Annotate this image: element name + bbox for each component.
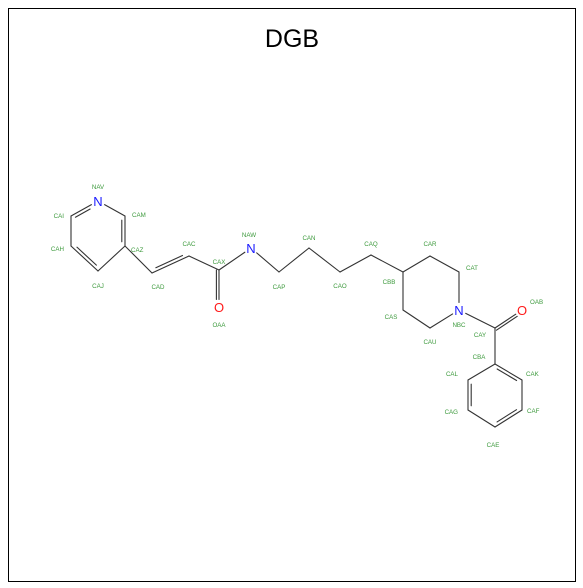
atom-label-cak: CAK <box>526 371 540 378</box>
atom-label-caq: CAQ <box>364 241 378 248</box>
atom-label-cam: CAM <box>132 212 146 219</box>
atom-label-cay: CAY <box>474 332 486 339</box>
bond-car-cat <box>429 255 460 273</box>
atom-label-car: CAR <box>423 241 437 248</box>
atom-label-nbc: NBC <box>452 322 466 329</box>
atom-label-caf: CAF <box>527 408 540 415</box>
bond-caj-cah <box>70 245 99 272</box>
molecule-title: DGB <box>264 25 320 53</box>
bond-cag-cal <box>467 379 472 411</box>
bond-can-cao <box>308 247 341 273</box>
bond-cax-naw <box>218 251 246 271</box>
bond-caz-cad <box>124 245 153 274</box>
atom-label-cal: CAL <box>446 371 459 378</box>
bond-caf-cae <box>494 409 523 428</box>
atom-label-nav: NAV <box>92 184 105 191</box>
bond-caq-cbb <box>370 254 404 273</box>
atom-label-cbb: CBB <box>383 279 396 286</box>
atom-symbol-nav: N <box>93 194 102 209</box>
bond-nav-cam <box>104 204 126 217</box>
bond-nbc-cay <box>465 312 496 329</box>
atom-label-cae: CAE <box>487 442 500 449</box>
atom-label-cax: CAX <box>213 259 226 266</box>
atom-label-caj: CAJ <box>92 283 104 290</box>
atom-label-cas: CAS <box>385 314 398 321</box>
bond-cax-oaa <box>215 269 220 301</box>
atom-label-cac: CAC <box>182 241 196 248</box>
bond-cae-cag <box>467 409 496 428</box>
bond-cai-nav <box>70 204 92 218</box>
atom-label-can: CAN <box>302 235 315 242</box>
atom-label-caz: CAZ <box>131 247 144 254</box>
atom-label-cap: CAP <box>273 284 286 291</box>
atom-label-cao: CAO <box>333 283 347 290</box>
bond-cad-cac <box>151 254 190 274</box>
figure-frame: DGB <box>8 8 576 582</box>
bond-cam-caz <box>121 215 126 247</box>
atom-label-cag: CAG <box>445 409 459 416</box>
atom-label-cah: CAH <box>51 246 64 253</box>
bond-cau-cas <box>402 309 431 329</box>
atom-label-cau: CAU <box>423 339 436 346</box>
bond-nbc-cau <box>429 313 454 329</box>
bond-cbb-car <box>402 255 431 273</box>
bond-caz-caj <box>97 245 126 272</box>
bond-naw-cap <box>256 252 280 273</box>
bond-cao-caq <box>339 254 372 273</box>
atom-label-cba: CBA <box>473 354 487 361</box>
atom-label-cai: CAI <box>54 213 65 220</box>
atom-label-naw: NAW <box>242 232 256 239</box>
atom-symbol-naw: N <box>246 241 255 256</box>
atom-symbol-nbc: N <box>454 303 463 318</box>
bond-cay-oab <box>494 313 518 331</box>
atom-label-cad: CAD <box>151 284 165 291</box>
bond-cal-cba <box>467 363 496 381</box>
atom-symbol-oab: O <box>517 303 527 318</box>
bond-cac-cax <box>188 255 220 271</box>
atom-symbol-oaa: O <box>214 300 224 315</box>
bond-cap-can <box>278 247 310 273</box>
atom-label-oab: OAB <box>530 299 543 306</box>
atom-label-cat: CAT <box>466 265 478 272</box>
atom-label-oaa: OAA <box>212 322 226 329</box>
bond-cba-cak <box>494 363 523 382</box>
